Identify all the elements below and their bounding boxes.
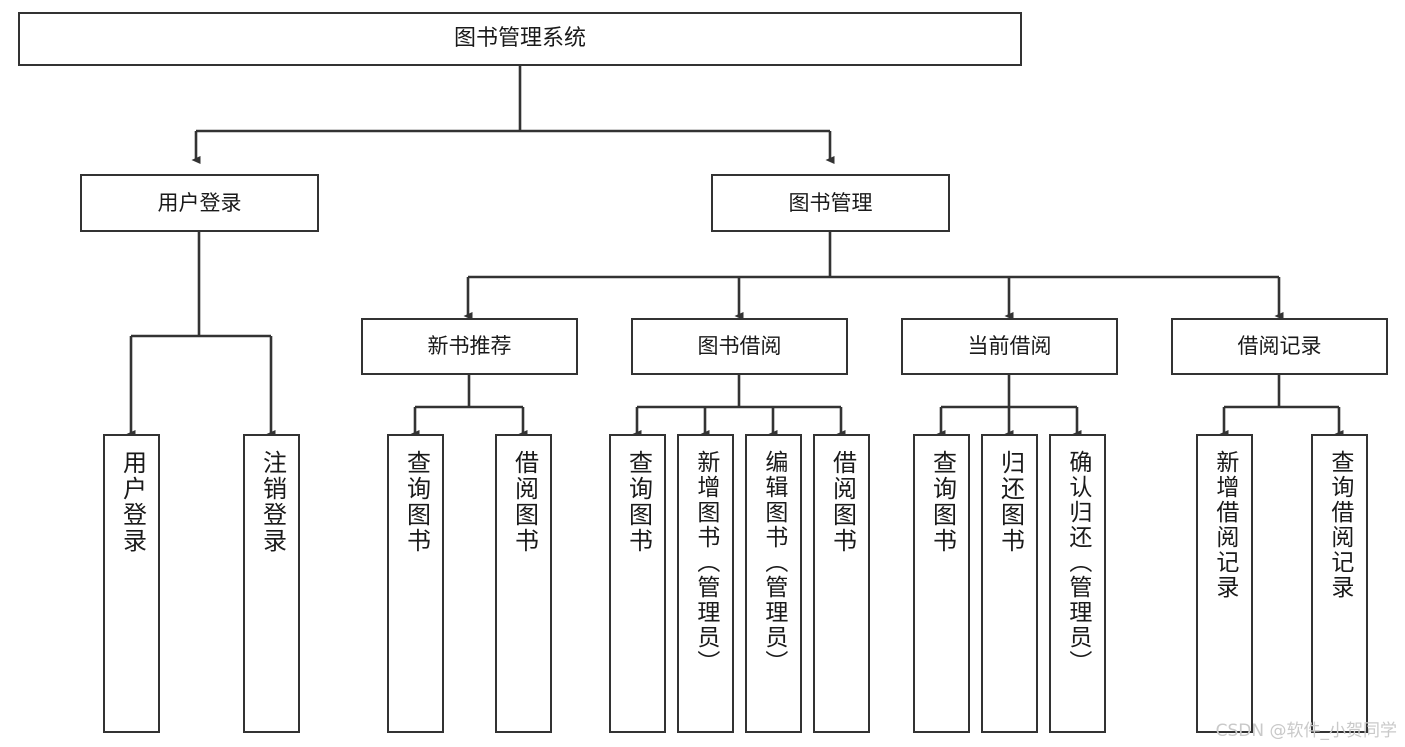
- node-leaf-return-book[interactable]: 归还图书: [981, 434, 1038, 733]
- node-leaf-query-record-label: 查询借阅记录: [1326, 450, 1353, 600]
- node-leaf-add-book[interactable]: 新增图书（管理员）: [677, 434, 734, 733]
- node-leaf-logout[interactable]: 注销登录: [243, 434, 300, 733]
- node-leaf-query-book-1-label: 查询图书: [402, 450, 431, 554]
- node-new-book-rec-label: 新书推荐: [427, 334, 512, 359]
- node-borrow-record-label: 借阅记录: [1237, 334, 1322, 359]
- node-current-borrow-label: 当前借阅: [967, 334, 1052, 359]
- node-leaf-logout-label: 注销登录: [258, 450, 287, 554]
- node-user-login-label: 用户登录: [157, 190, 242, 215]
- node-leaf-user-login-label: 用户登录: [118, 450, 147, 554]
- node-leaf-query-book-1[interactable]: 查询图书: [387, 434, 444, 733]
- node-root[interactable]: 图书管理系统: [18, 12, 1022, 66]
- node-leaf-add-record-label: 新增借阅记录: [1211, 450, 1238, 600]
- node-leaf-query-book-3-label: 查询图书: [928, 450, 957, 554]
- node-leaf-user-login[interactable]: 用户登录: [103, 434, 160, 733]
- node-leaf-return-book-label: 归还图书: [996, 450, 1025, 554]
- node-leaf-edit-book[interactable]: 编辑图书（管理员）: [745, 434, 802, 733]
- node-leaf-borrow-book-1-label: 借阅图书: [510, 450, 539, 554]
- node-book-borrow[interactable]: 图书借阅: [631, 318, 848, 375]
- node-new-book-rec[interactable]: 新书推荐: [361, 318, 578, 375]
- node-leaf-query-record[interactable]: 查询借阅记录: [1311, 434, 1368, 733]
- node-leaf-query-book-2[interactable]: 查询图书: [609, 434, 666, 733]
- node-leaf-borrow-book-1[interactable]: 借阅图书: [495, 434, 552, 733]
- csdn-watermark: CSDN @软件_小贺同学: [1215, 721, 1397, 741]
- node-current-borrow[interactable]: 当前借阅: [901, 318, 1118, 375]
- node-leaf-add-record[interactable]: 新增借阅记录: [1196, 434, 1253, 733]
- node-root-label: 图书管理系统: [453, 26, 586, 52]
- node-leaf-edit-book-label: 编辑图书（管理员）: [760, 450, 787, 675]
- node-user-login[interactable]: 用户登录: [80, 174, 319, 232]
- node-leaf-confirm-return-label: 确认归还（管理员）: [1064, 450, 1091, 675]
- node-leaf-add-book-label: 新增图书（管理员）: [692, 450, 719, 675]
- node-book-manage[interactable]: 图书管理: [711, 174, 950, 232]
- node-leaf-borrow-book-2-label: 借阅图书: [828, 450, 857, 554]
- node-book-manage-label: 图书管理: [788, 190, 873, 215]
- node-leaf-confirm-return[interactable]: 确认归还（管理员）: [1049, 434, 1106, 733]
- node-leaf-query-book-2-label: 查询图书: [624, 450, 653, 554]
- node-borrow-record[interactable]: 借阅记录: [1171, 318, 1388, 375]
- node-leaf-query-book-3[interactable]: 查询图书: [913, 434, 970, 733]
- node-book-borrow-label: 图书借阅: [697, 334, 782, 359]
- node-leaf-borrow-book-2[interactable]: 借阅图书: [813, 434, 870, 733]
